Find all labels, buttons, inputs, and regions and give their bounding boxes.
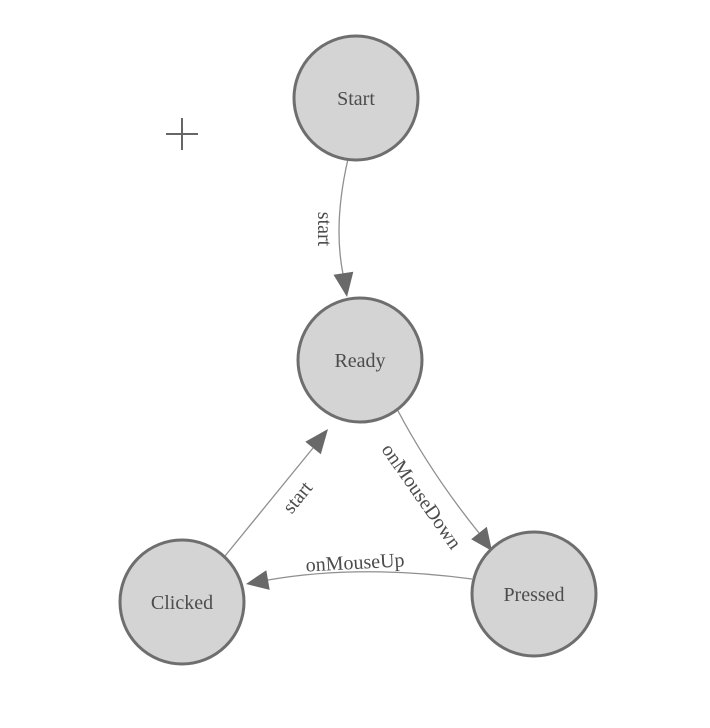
plus-crosshair-icon (166, 118, 198, 150)
transition-label: onMouseDown (377, 440, 466, 554)
state-node-start[interactable]: Start (292, 34, 420, 162)
arrowhead-icon (471, 526, 492, 551)
transition-path (224, 447, 314, 557)
transition-label: start (313, 212, 335, 247)
transition-ready-to-pressed[interactable]: onMouseDown (377, 408, 492, 554)
state-circle (470, 530, 598, 658)
arrowhead-icon (246, 570, 270, 590)
state-circle (292, 34, 420, 162)
state-circle (296, 296, 424, 424)
transition-path (396, 408, 480, 534)
state-label: Ready (334, 350, 385, 372)
state-node-clicked[interactable]: Clicked (118, 538, 246, 666)
state-label: Clicked (151, 592, 213, 614)
arrowhead-icon (333, 271, 354, 297)
state-label: Start (337, 88, 375, 110)
state-circle (118, 538, 246, 666)
arrowhead-icon (305, 429, 328, 455)
transition-path (267, 571, 473, 581)
transition-pressed-to-clicked[interactable]: onMouseUp (246, 549, 473, 590)
transition-clicked-to-ready[interactable]: start (224, 429, 328, 557)
transition-start-to-ready[interactable]: start (313, 158, 354, 297)
state-node-pressed[interactable]: Pressed (470, 530, 598, 658)
state-label: Pressed (503, 584, 564, 606)
state-node-ready[interactable]: Ready (296, 296, 424, 424)
transition-path (338, 158, 349, 275)
transition-label: onMouseUp (305, 549, 405, 576)
